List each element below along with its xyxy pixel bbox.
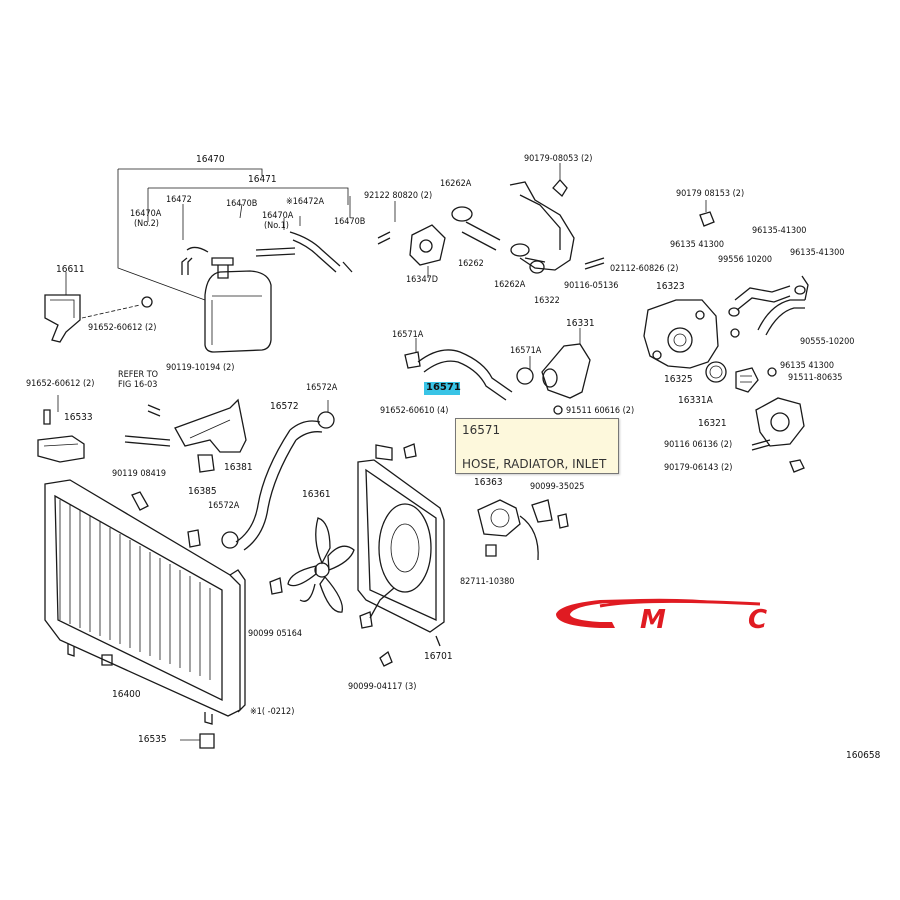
middle-left-group <box>37 395 335 551</box>
label-90099-35025: 90099-35025 <box>530 482 584 492</box>
label-16572: 16572 <box>270 401 299 412</box>
label-16400: 16400 <box>112 689 141 700</box>
label-02112: 02112-60826 (2) <box>610 264 678 274</box>
label-96135-41300-d: 96135 41300 <box>780 361 834 371</box>
upper-outlet-group <box>377 163 605 278</box>
label-16472: 16472 <box>166 195 192 205</box>
bracket-16611 <box>44 272 153 343</box>
thermostat-group <box>643 200 809 473</box>
label-90179-08053: 90179-08053 (2) <box>524 154 592 164</box>
logo-letters-c: C <box>748 605 767 635</box>
label-16611: 16611 <box>56 264 85 275</box>
label-16470b-a: 16470B <box>226 199 257 209</box>
cmc-logo: M C <box>556 598 767 635</box>
part-tooltip: 16571 HOSE, RADIATOR, INLET <box>455 418 619 474</box>
label-99556: 99556 10200 <box>718 255 772 265</box>
reservoir-group <box>117 168 353 353</box>
label-90119-08419: 90119 08419 <box>112 469 166 479</box>
label-16471: 16471 <box>248 174 277 185</box>
label-16262a-a: 16262A <box>440 179 472 189</box>
label-96135-41300-b: 96135-41300 <box>752 226 806 236</box>
label-91652-60610: 91652-60610 (4) <box>380 406 448 416</box>
label-16535: 16535 <box>138 734 167 745</box>
label-16571a-a: 16571A <box>392 330 424 340</box>
label-16331a: 16331A <box>678 395 714 406</box>
label-16385: 16385 <box>188 486 217 497</box>
label-91511-80635: 91511-80635 <box>788 373 842 383</box>
label-90555: 90555-10200 <box>800 337 854 347</box>
label-90099-05164: 90099 05164 <box>248 629 302 639</box>
label-16322: 16322 <box>534 296 560 306</box>
label-16470b-b: 16470B <box>334 217 365 227</box>
label-16572a-a: 16572A <box>306 383 338 393</box>
label-90116-05136: 90116-05136 <box>564 281 618 291</box>
label-16321: 16321 <box>698 418 727 429</box>
tooltip-part-name: HOSE, RADIATOR, INLET <box>462 457 607 471</box>
inlet-hose-group <box>404 328 591 415</box>
label-16572a-b: 16572A <box>208 501 240 511</box>
label-90116-06136: 90116 06136 (2) <box>664 440 732 450</box>
part-labels: 16470 16471 16472 16470B ※16472A 16470A … <box>26 154 881 761</box>
logo-letters-m: M <box>640 605 666 635</box>
label-16363: 16363 <box>474 477 503 488</box>
label-90099-04117: 90099-04117 (3) <box>348 682 416 692</box>
label-no2: (No.2) <box>134 219 159 229</box>
tooltip-part-number: 16571 <box>462 423 501 437</box>
label-16331: 16331 <box>566 318 595 329</box>
label-16361: 16361 <box>302 489 331 500</box>
figure-number: 160658 <box>846 750 881 761</box>
label-16701: 16701 <box>424 651 453 662</box>
label-90179-06143: 90179-06143 (2) <box>664 463 732 473</box>
label-16323: 16323 <box>656 281 685 292</box>
label-16533: 16533 <box>64 412 93 423</box>
label-no1: (No.1) <box>264 221 289 231</box>
label-16571a-b: 16571A <box>510 346 542 356</box>
label-fig-16-03: FIG 16-03 <box>118 380 157 390</box>
label-92122: 92122 80820 (2) <box>364 191 432 201</box>
label-96135-41300-c: 96135-41300 <box>790 248 844 258</box>
radiator <box>44 479 246 749</box>
label-16381: 16381 <box>224 462 253 473</box>
label-96135-41300-a: 96135 41300 <box>670 240 724 250</box>
label-91652-60612-a: 91652-60612 (2) <box>88 323 156 333</box>
label-16325: 16325 <box>664 374 693 385</box>
label-91652-60612-b: 91652-60612 (2) <box>26 379 94 389</box>
label-16470a-b: 16470A <box>262 211 294 221</box>
label-16262a-b: 16262A <box>494 280 526 290</box>
highlighted-part-number[interactable]: 16571 <box>426 382 461 393</box>
label-16347: 16347D <box>406 275 438 285</box>
fan-group <box>269 443 569 667</box>
highlighted-part-16571[interactable]: 16571 <box>424 382 461 395</box>
label-82711-10380: 82711-10380 <box>460 577 514 587</box>
label-footnote: ※1( -0212) <box>250 707 294 717</box>
label-90119-10194: 90119-10194 (2) <box>166 363 234 373</box>
label-16470: 16470 <box>196 154 225 165</box>
label-90179-08153: 90179 08153 (2) <box>676 189 744 199</box>
label-16472a: ※16472A <box>286 197 325 207</box>
label-16470a-a: 16470A <box>130 209 162 219</box>
label-refer-to: REFER TO <box>118 370 158 380</box>
label-91511-60616: 91511 60616 (2) <box>566 406 634 416</box>
label-16262: 16262 <box>458 259 484 269</box>
